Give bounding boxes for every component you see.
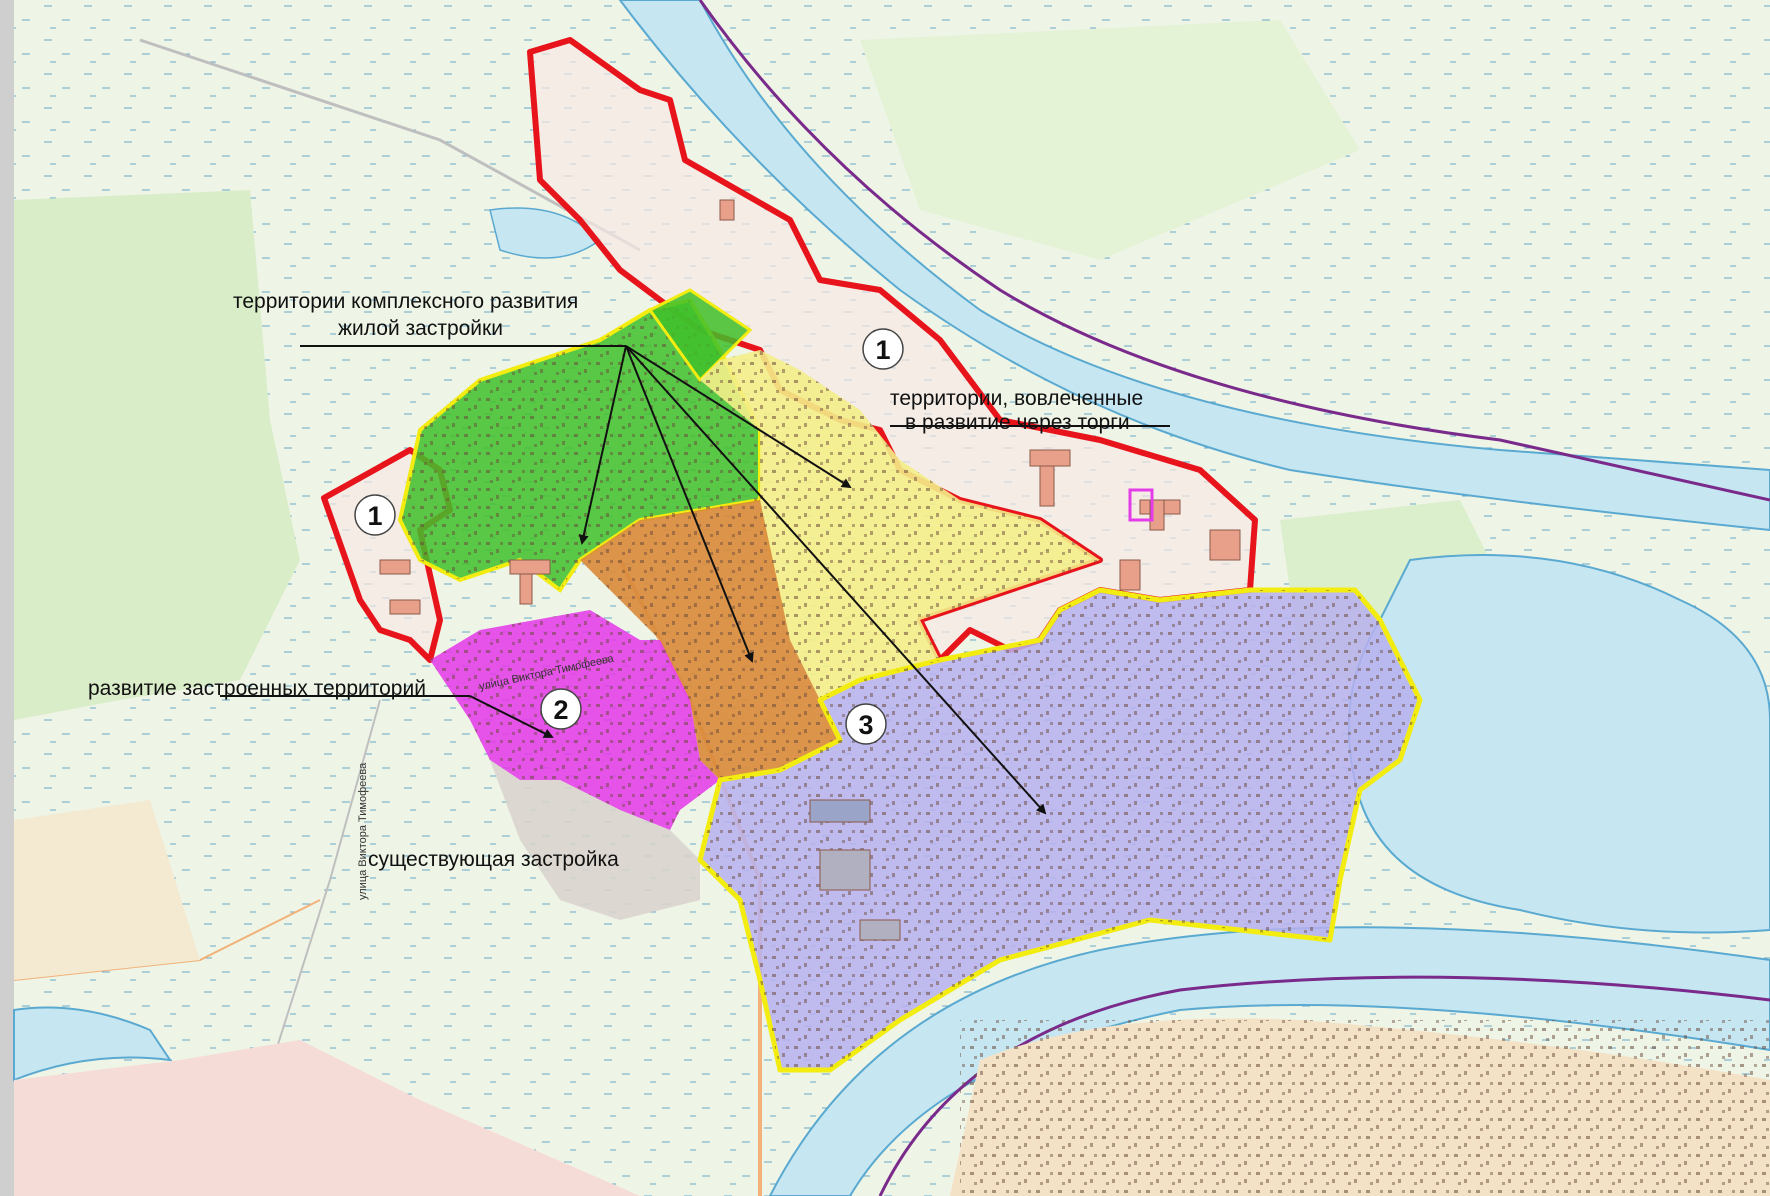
svg-text:1: 1 bbox=[367, 501, 382, 531]
settlement-southwest bbox=[14, 1040, 640, 1196]
svg-text:1: 1 bbox=[875, 335, 890, 365]
pink-structure bbox=[1128, 488, 1154, 522]
svg-text:2: 2 bbox=[553, 695, 568, 725]
river-north bbox=[618, 0, 1770, 532]
marker-1-north: 1 bbox=[862, 328, 904, 370]
leader-lines bbox=[220, 345, 1170, 815]
zone-green-north bbox=[647, 288, 753, 383]
administrative-boundary bbox=[878, 975, 1770, 1196]
street-label: улица Виктора Тимофеева bbox=[357, 762, 369, 900]
settlement-west bbox=[14, 800, 200, 980]
label-complex-development: территории комплексного развития bbox=[233, 290, 578, 313]
label-existing: существующая застройка bbox=[368, 848, 619, 871]
left-margin bbox=[0, 0, 14, 1196]
label-tenders: в развитие через торги bbox=[905, 411, 1130, 434]
forest-area bbox=[860, 20, 1360, 260]
marker-3: 3 bbox=[845, 703, 887, 745]
marker-2: 2 bbox=[540, 688, 582, 730]
forest-area bbox=[14, 190, 300, 720]
administrative-boundary bbox=[698, 0, 1770, 502]
settlement-pattern bbox=[960, 1020, 1770, 1196]
label-built-up: развитие застроенных территорий bbox=[88, 677, 426, 700]
svg-text:3: 3 bbox=[858, 710, 873, 740]
label-tenders: территории, вовлеченные bbox=[890, 387, 1143, 410]
zone-existing bbox=[490, 760, 700, 920]
marker-1-west: 1 bbox=[354, 494, 396, 536]
label-complex-development: жилой застройки bbox=[338, 317, 503, 340]
river-west bbox=[13, 1006, 173, 1082]
